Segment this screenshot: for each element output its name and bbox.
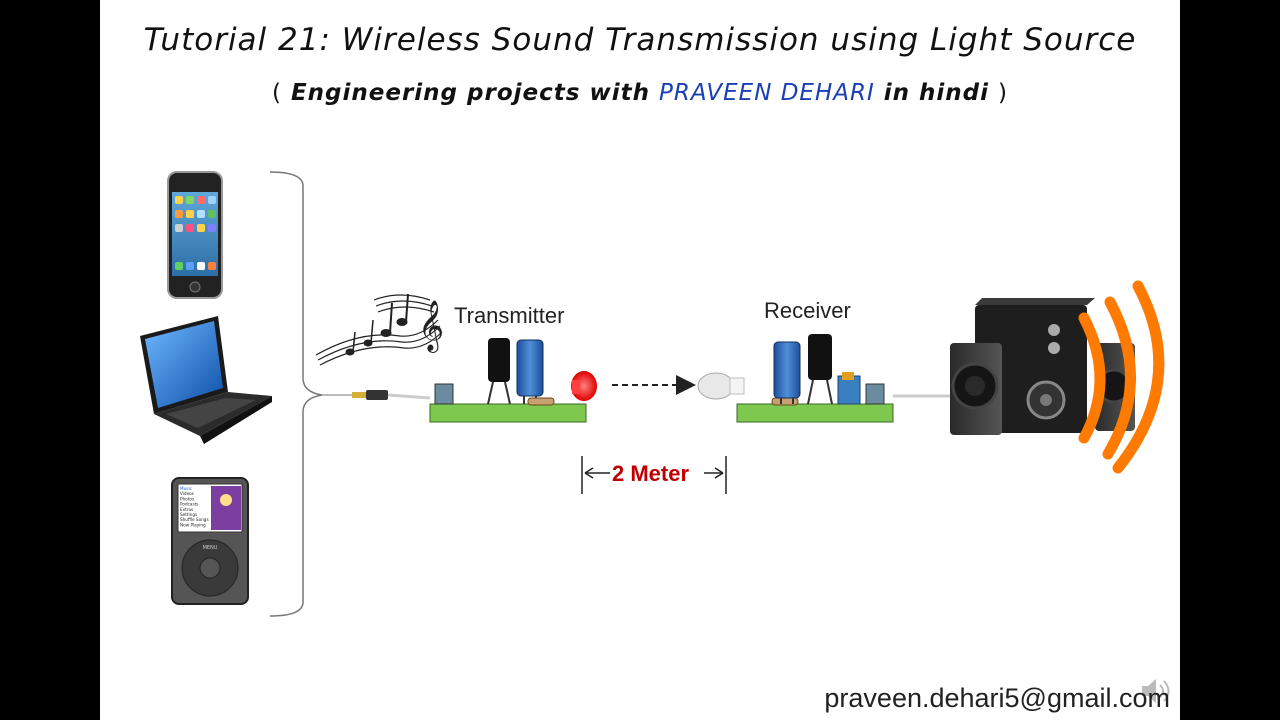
receiver-board — [697, 334, 894, 423]
transmitter-label: Transmitter — [454, 303, 565, 328]
ipod-menu-item: Extras — [180, 507, 193, 512]
ipod-menu-item: Music — [180, 486, 193, 491]
author-name: PRAVEEN DEHARI — [658, 80, 875, 106]
sources-bracket — [269, 171, 323, 617]
diagram-graphic: MENU MusicVideosPhotosPodcastsExtrasSett… — [140, 171, 1170, 703]
subtitle-close-paren: ) — [998, 80, 1009, 106]
ipod-menu-item: Settings — [180, 512, 197, 517]
subtitle-open-paren: ( — [271, 80, 282, 106]
ipod-wheel-label: MENU — [203, 545, 218, 551]
slide-title: Tutorial 21: Wireless Sound Transmission… — [143, 22, 1137, 58]
light-sensor — [697, 372, 735, 400]
audio-cable — [322, 390, 431, 400]
subtitle-suffix: in hindi — [883, 80, 990, 106]
receiver-label: Receiver — [764, 298, 851, 323]
smartphone-icon — [167, 171, 223, 299]
ipod-menu-item: Videos — [180, 491, 194, 496]
distance-dimension — [581, 456, 727, 494]
ipod-menu-item: Podcasts — [180, 502, 198, 507]
laptop-icon — [140, 316, 272, 444]
subtitle-prefix: Engineering projects with — [290, 80, 650, 106]
svg-text:𝄞: 𝄞 — [418, 300, 444, 353]
ipod-menu-item: Now Playing — [180, 522, 206, 527]
media-player-icon: MENU MusicVideosPhotosPodcastsExtrasSett… — [171, 477, 249, 605]
sound-waves-icon — [1078, 280, 1165, 474]
ipod-menu: MusicVideosPhotosPodcastsExtrasSettingsS… — [180, 486, 209, 527]
ipod-menu-item: Shuffle Songs — [180, 517, 209, 522]
slide: Tutorial 21: Wireless Sound Transmission… — [100, 0, 1180, 720]
speaker-system-icon — [950, 298, 1135, 435]
audio-volume-icon — [1142, 679, 1170, 703]
ipod-menu-item: Photos — [180, 496, 194, 501]
slide-subtitle: ( Engineering projects with PRAVEEN DEHA… — [100, 80, 1180, 106]
distance-label: 2 Meter — [612, 461, 690, 486]
author-email: praveen.dehari5@gmail.com — [824, 683, 1170, 713]
music-notes-icon: 𝄞 — [315, 293, 444, 366]
transmitter-board — [429, 338, 597, 423]
